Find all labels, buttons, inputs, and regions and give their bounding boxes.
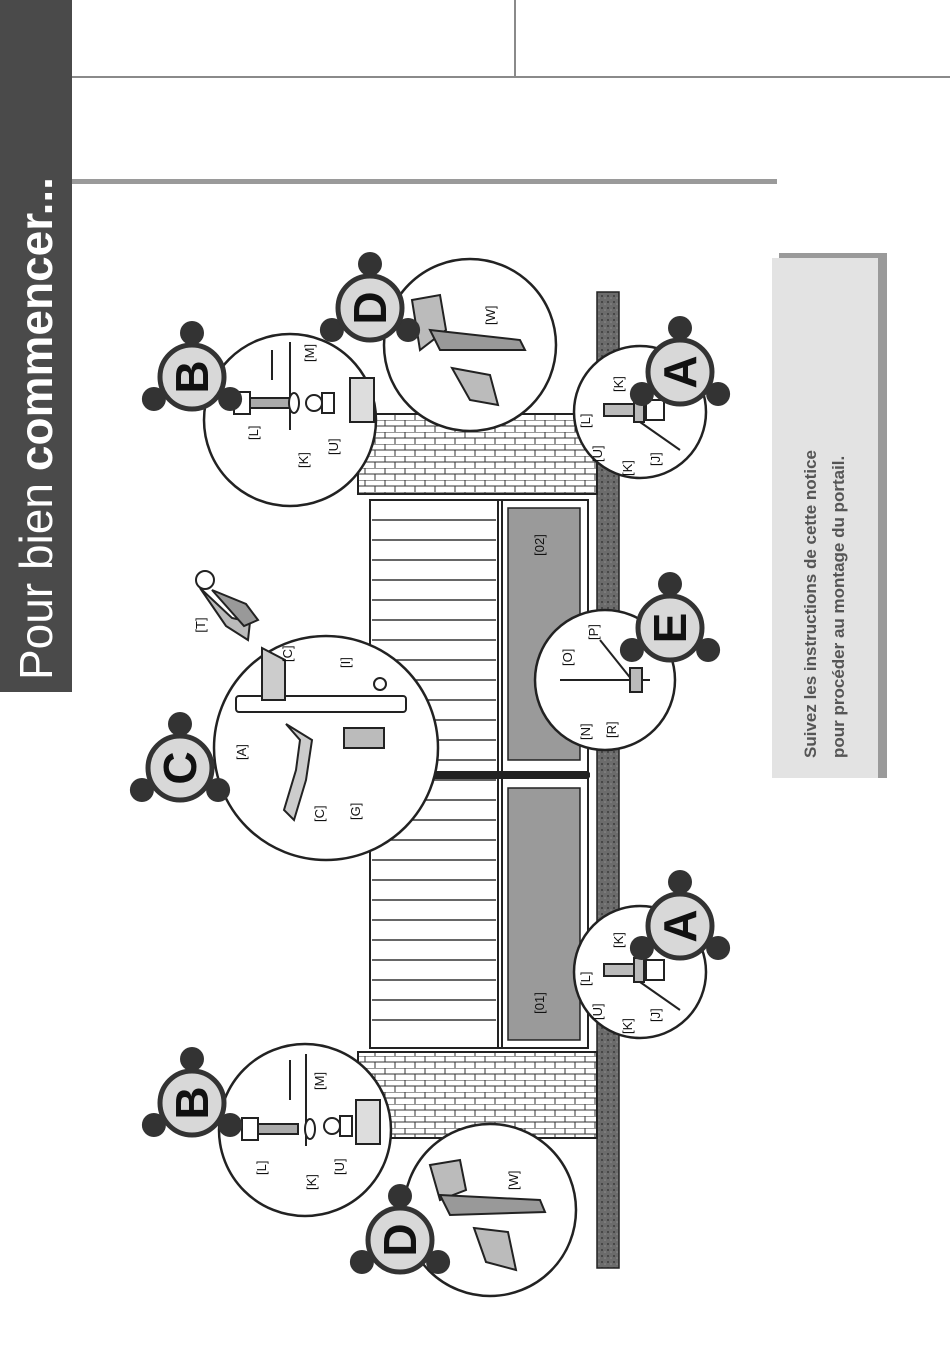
label-e-R: [R] bbox=[604, 721, 619, 738]
instruction-line-2: pour procéder au montage du portail. bbox=[825, 456, 853, 758]
label-a-top-L: [L] bbox=[578, 414, 593, 428]
instruction-text: Suivez les instructions de cette notice … bbox=[772, 258, 878, 778]
label-b-bottom-U: [U] bbox=[332, 1158, 347, 1175]
step-letter-d: D bbox=[374, 1223, 426, 1256]
label-T: [T] bbox=[193, 617, 208, 632]
label-b-top-U: [U] bbox=[326, 438, 341, 455]
step-letter-b: B bbox=[166, 360, 218, 393]
label-d-top-W: [W] bbox=[483, 306, 498, 326]
label-b-top-M: [M] bbox=[302, 344, 317, 362]
label-e-O: [O] bbox=[560, 649, 575, 666]
step-letter-c: C bbox=[154, 751, 206, 784]
label-c-I: [I] bbox=[338, 657, 353, 668]
label-a-bottom-J: [J] bbox=[648, 1008, 663, 1022]
label-b-bottom-K: [K] bbox=[304, 1174, 319, 1190]
label-e-N: [N] bbox=[578, 723, 593, 740]
label-a-top-U: [U] bbox=[590, 445, 605, 462]
label-leaf1: [01] bbox=[532, 992, 547, 1014]
label-e-P: [P] bbox=[586, 624, 601, 640]
label-c-A: [A] bbox=[234, 744, 249, 760]
label-a-top-J: [J] bbox=[648, 452, 663, 466]
label-c-C2: [C] bbox=[312, 805, 327, 822]
label-leaf2: [02] bbox=[532, 534, 547, 556]
label-b-bottom-L: [L] bbox=[254, 1161, 269, 1175]
label-a-top-K2: [K] bbox=[620, 460, 635, 476]
label-c-G: [G] bbox=[348, 803, 363, 820]
label-a-bottom-U: [U] bbox=[590, 1003, 605, 1020]
step-letter-e: E bbox=[644, 613, 696, 644]
instruction-note: Suivez les instructions de cette notice … bbox=[772, 258, 878, 778]
label-d-bottom-W: [W] bbox=[506, 1171, 521, 1191]
label-b-top-L: [L] bbox=[246, 426, 261, 440]
label-a-bottom-K1: [K] bbox=[611, 932, 626, 948]
label-a-top-K1: [K] bbox=[611, 376, 626, 392]
step-letter-b: B bbox=[166, 1086, 218, 1119]
step-letter-a: A bbox=[654, 355, 706, 388]
label-a-bottom-L: [L] bbox=[578, 972, 593, 986]
label-c-C1: [C] bbox=[280, 645, 295, 662]
step-letter-d: D bbox=[344, 291, 396, 324]
label-a-bottom-K2: [K] bbox=[620, 1018, 635, 1034]
instruction-line-1: Suivez les instructions de cette notice bbox=[797, 450, 825, 758]
label-b-bottom-M: [M] bbox=[312, 1072, 327, 1090]
label-b-top-K: [K] bbox=[296, 452, 311, 468]
step-letter-a: A bbox=[654, 909, 706, 942]
